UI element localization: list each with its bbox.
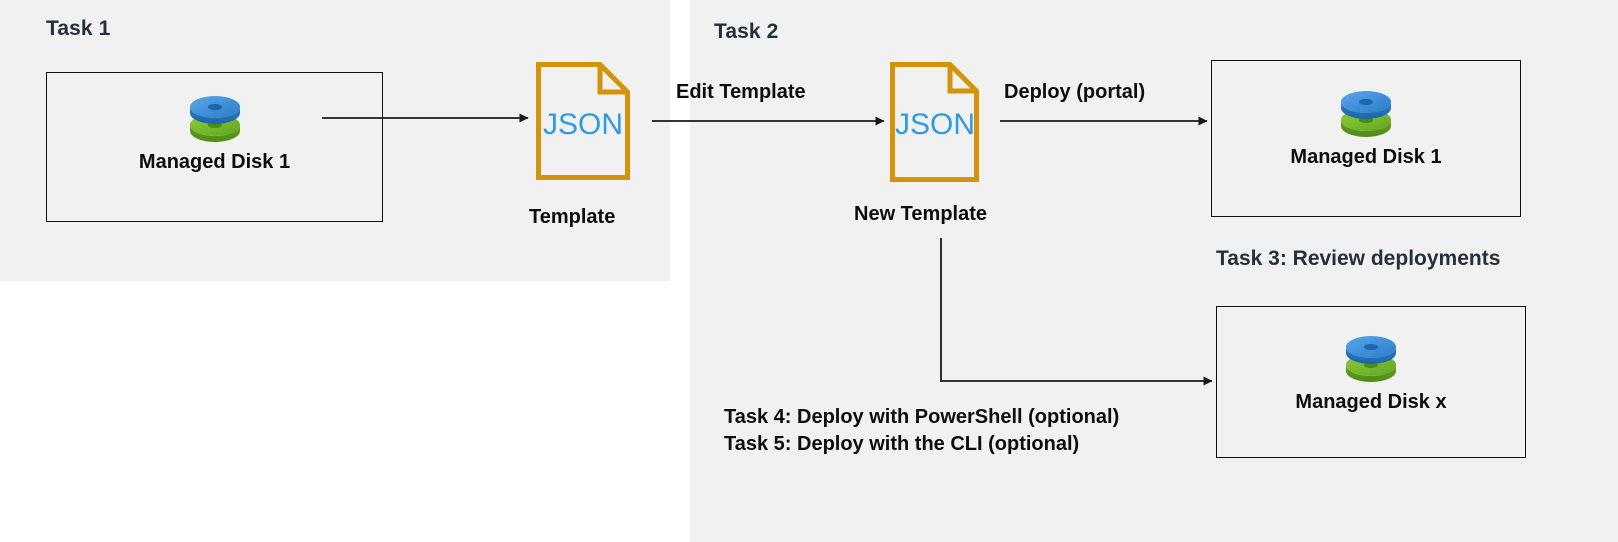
template-json-document: JSON (536, 62, 630, 180)
managed-disk-1-box-source: Managed Disk 1 (46, 72, 383, 222)
task5-note: Task 5: Deploy with the CLI (optional) (724, 433, 1080, 455)
managed-disk-x-box: Managed Disk x (1216, 306, 1526, 458)
managed-disk-1-box-deployed: Managed Disk 1 (1211, 60, 1521, 217)
managed-disk-icon (189, 96, 240, 142)
managed-disk-icon (1346, 336, 1396, 382)
template-caption: Template (529, 206, 616, 228)
new-template-json-label: JSON (895, 108, 975, 141)
task1-title: Task 1 (46, 17, 111, 40)
managed-disk-icon (1341, 91, 1391, 137)
managed-disk-x-box-label: Managed Disk x (1295, 391, 1447, 413)
edit-template-connector-label: Edit Template (676, 81, 806, 103)
new-template-caption: New Template (854, 203, 987, 225)
template-json-label: JSON (543, 108, 623, 141)
task2-title: Task 2 (714, 20, 779, 43)
task3-title: Task 3: Review deployments (1216, 247, 1501, 270)
managed-disk-1-box-deployed-label: Managed Disk 1 (1290, 146, 1442, 168)
task4-note: Task 4: Deploy with PowerShell (optional… (724, 406, 1120, 428)
deploy-portal-connector-label: Deploy (portal) (1004, 81, 1146, 103)
task1-panel-background (0, 0, 670, 281)
managed-disk-1-box-source-label: Managed Disk 1 (138, 151, 291, 173)
new-template-json-document: JSON (890, 62, 979, 182)
optional-tasks-notes: Task 4: Deploy with PowerShell (optional… (724, 404, 1119, 458)
